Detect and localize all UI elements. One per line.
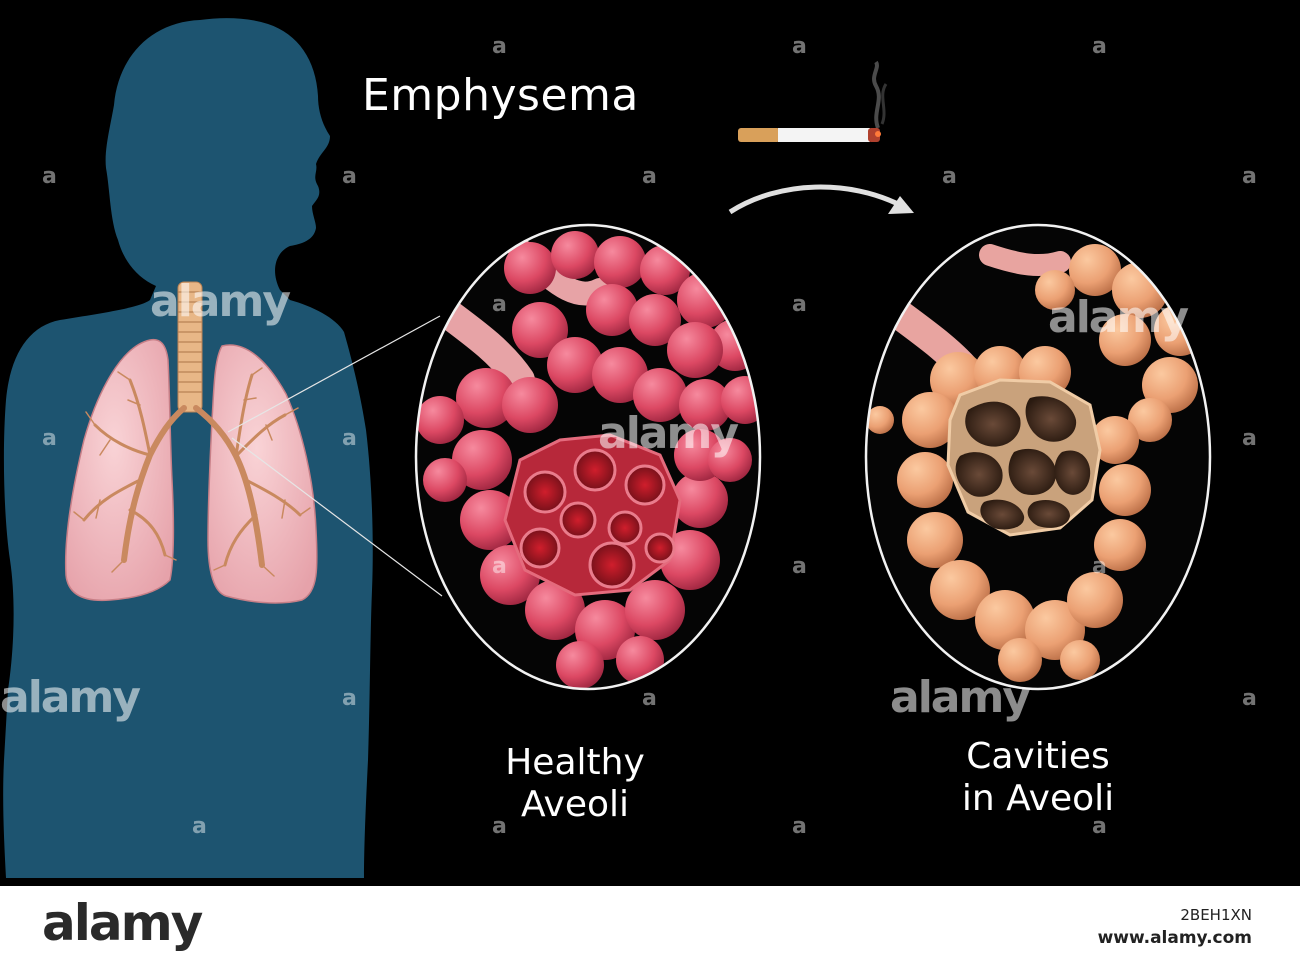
watermark-mark: a: [1092, 814, 1107, 839]
watermark-mark: a: [642, 164, 657, 189]
watermark-mark: a: [792, 34, 807, 59]
watermark-mark: a: [492, 292, 507, 317]
bronchial-tree: [73, 367, 311, 577]
watermark-mark: a: [792, 554, 807, 579]
watermark-mark: a: [192, 814, 207, 839]
image-id: 2BEH1XN: [1180, 906, 1252, 924]
cavities-label-line-2: in Aveoli: [961, 778, 1115, 820]
watermark-word: alamy: [890, 672, 1031, 723]
watermark-mark: a: [642, 686, 657, 711]
watermark-mark: a: [792, 292, 807, 317]
footer-url: www.alamy.com: [1097, 928, 1252, 948]
cigarette-icon: [738, 60, 888, 142]
watermark-mark: a: [342, 164, 357, 189]
watermark-mark: a: [1092, 34, 1107, 59]
alamy-logo: alamy: [42, 894, 203, 952]
watermark-mark: a: [342, 686, 357, 711]
watermark-mark: a: [492, 814, 507, 839]
watermark-mark: a: [492, 554, 507, 579]
zoom-lines: [227, 315, 443, 597]
damaged-zoom-circle: [864, 223, 1212, 691]
healthy-label-line-1: Healthy: [505, 742, 645, 783]
healthy-alveoli-illustration: [416, 225, 760, 689]
damaged-alveoli-cross-section: [946, 378, 1102, 537]
watermark-mark: a: [942, 164, 957, 189]
watermark-mark: a: [42, 164, 57, 189]
illustration: [3, 18, 1212, 878]
watermark-mark: a: [342, 426, 357, 451]
diagram-title: Emphysema: [362, 70, 639, 121]
watermark-mark: a: [1242, 164, 1257, 189]
trachea: [177, 281, 203, 413]
cavities-alveoli-label: Cavities in Aveoli: [918, 736, 1158, 821]
healthy-zoom-circle: [414, 223, 762, 691]
watermark-word: alamy: [150, 276, 291, 327]
watermark-word: alamy: [1048, 292, 1189, 343]
healthy-label-line-2: Aveoli: [521, 784, 629, 826]
left-lung: [64, 338, 175, 602]
lungs: [64, 281, 318, 604]
human-silhouette: [3, 18, 373, 878]
watermark-mark: a: [1242, 426, 1257, 451]
watermark-mark: a: [1092, 554, 1107, 579]
watermark-mark: a: [792, 814, 807, 839]
watermark-word: alamy: [0, 672, 141, 723]
watermark-mark: a: [492, 34, 507, 59]
watermark-word: alamy: [598, 408, 739, 459]
footer-bar: alamy 2BEH1XN www.alamy.com: [0, 886, 1300, 969]
cavities-label-line-1: Cavities: [966, 736, 1110, 777]
damaged-alveoli-illustration: [866, 225, 1210, 689]
watermark-mark: a: [1242, 686, 1257, 711]
healthy-alveoli-label: Healthy Aveoli: [470, 742, 680, 827]
healthy-alveoli-cross-section: [503, 433, 682, 597]
watermark-mark: a: [42, 426, 57, 451]
arrow-icon: [728, 184, 914, 215]
